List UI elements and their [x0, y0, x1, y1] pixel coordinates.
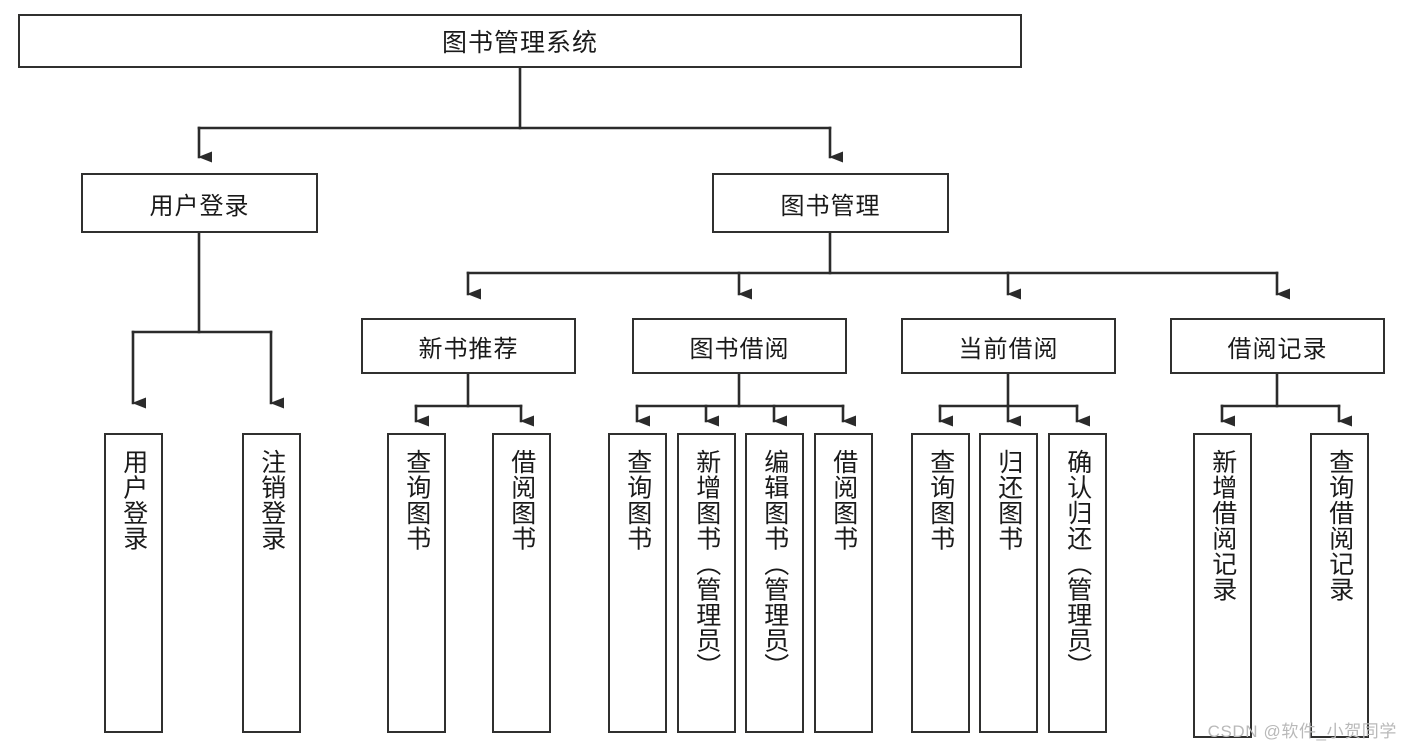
- node-book-borrow[interactable]: 图书借阅: [632, 318, 847, 374]
- leaf-confirm-return-admin-label: 确认归还（管理员）: [1063, 449, 1092, 679]
- leaf-add-borrow-record-label: 新增借阅记录: [1208, 449, 1237, 602]
- leaf-confirm-return-admin[interactable]: 确认归还（管理员）: [1048, 433, 1107, 733]
- node-user-login[interactable]: 用户登录: [81, 173, 318, 233]
- node-book-management[interactable]: 图书管理: [712, 173, 949, 233]
- node-new-book-recommend-label: 新书推荐: [418, 335, 519, 363]
- node-new-book-recommend[interactable]: 新书推荐: [361, 318, 576, 374]
- node-borrow-record[interactable]: 借阅记录: [1170, 318, 1385, 374]
- leaf-edit-book-admin-label: 编辑图书（管理员）: [760, 449, 789, 679]
- leaf-add-book-admin[interactable]: 新增图书（管理员）: [677, 433, 736, 733]
- node-borrow-record-label: 借阅记录: [1227, 335, 1328, 363]
- leaf-query-book-recommend-label: 查询图书: [402, 449, 431, 551]
- leaf-logout-label: 注销登录: [257, 449, 286, 551]
- leaf-user-login[interactable]: 用户登录: [104, 433, 163, 733]
- leaf-borrow-book-recommend-label: 借阅图书: [507, 449, 536, 551]
- leaf-query-borrow-record[interactable]: 查询借阅记录: [1310, 433, 1369, 738]
- leaf-query-book-current-label: 查询图书: [926, 449, 955, 551]
- leaf-borrow-book[interactable]: 借阅图书: [814, 433, 873, 733]
- node-book-management-label: 图书管理: [780, 192, 881, 220]
- node-book-borrow-label: 图书借阅: [689, 335, 790, 363]
- leaf-query-book-borrow-label: 查询图书: [623, 449, 652, 551]
- leaf-query-book-recommend[interactable]: 查询图书: [387, 433, 446, 733]
- leaf-add-book-admin-label: 新增图书（管理员）: [692, 449, 721, 679]
- leaf-borrow-book-label: 借阅图书: [829, 449, 858, 551]
- leaf-add-borrow-record[interactable]: 新增借阅记录: [1193, 433, 1252, 738]
- leaf-edit-book-admin[interactable]: 编辑图书（管理员）: [745, 433, 804, 733]
- leaf-query-borrow-record-label: 查询借阅记录: [1325, 449, 1354, 602]
- leaf-borrow-book-recommend[interactable]: 借阅图书: [492, 433, 551, 733]
- node-current-borrow-label: 当前借阅: [958, 335, 1059, 363]
- node-root-label: 图书管理系统: [441, 29, 598, 57]
- leaf-query-book-current[interactable]: 查询图书: [911, 433, 970, 733]
- leaf-user-login-label: 用户登录: [119, 449, 148, 551]
- leaf-return-book-label: 归还图书: [994, 449, 1023, 551]
- node-root[interactable]: 图书管理系统: [18, 14, 1022, 68]
- leaf-query-book-borrow[interactable]: 查询图书: [608, 433, 667, 733]
- node-current-borrow[interactable]: 当前借阅: [901, 318, 1116, 374]
- leaf-return-book[interactable]: 归还图书: [979, 433, 1038, 733]
- leaf-logout[interactable]: 注销登录: [242, 433, 301, 733]
- node-user-login-label: 用户登录: [149, 192, 250, 220]
